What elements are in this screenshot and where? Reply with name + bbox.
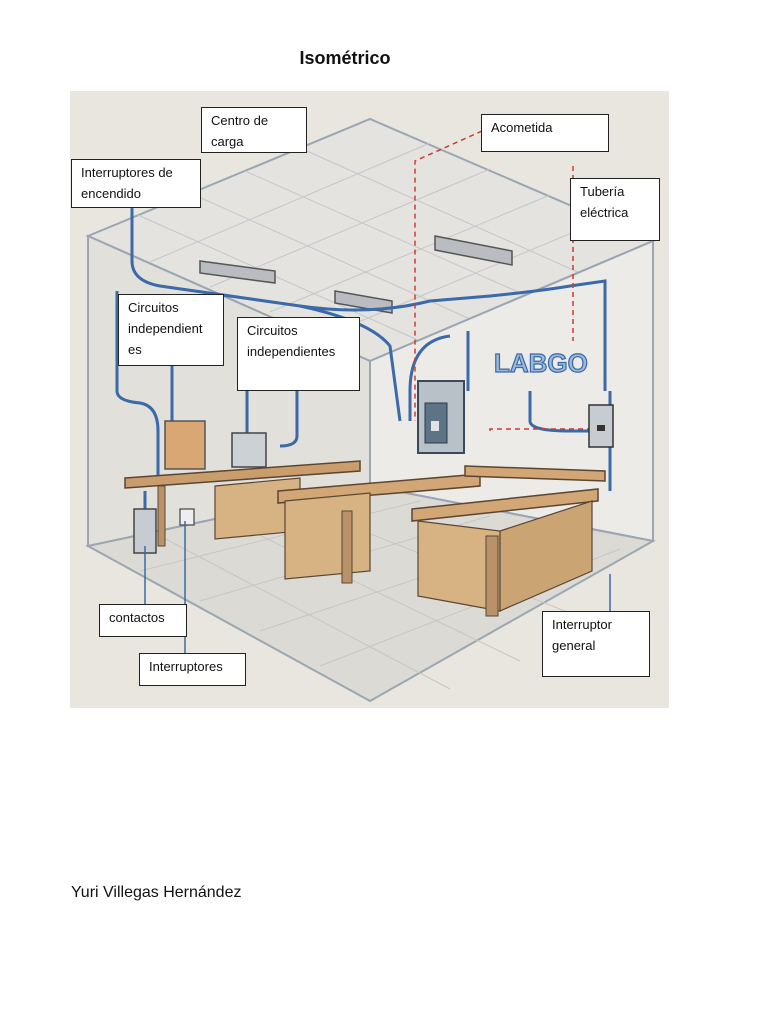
label-interruptor-general: Interruptor general	[542, 611, 650, 677]
label-centro-de-carga: Centro de carga	[201, 107, 307, 153]
label-interruptores: Interruptores	[139, 653, 246, 686]
label-tuberia-electrica: Tubería eléctrica	[570, 178, 660, 241]
label-contactos: contactos	[99, 604, 187, 637]
load-center-panel	[417, 380, 465, 454]
isometric-illustration: LABGO	[70, 91, 669, 708]
label-interruptores-de-encendido: Interruptores de encendido	[71, 159, 201, 208]
main-switch-box	[588, 404, 614, 448]
label-circuitos-independientes-2: Circuitos independientes	[237, 317, 360, 391]
author-name: Yuri Villegas Hernández	[71, 884, 242, 901]
label-acometida: Acometida	[481, 114, 609, 152]
label-circuitos-independientes-1: Circuitos independient es	[118, 294, 224, 366]
document-title: Isométrico	[299, 48, 391, 68]
labgo-sign: LABGO	[494, 348, 588, 378]
